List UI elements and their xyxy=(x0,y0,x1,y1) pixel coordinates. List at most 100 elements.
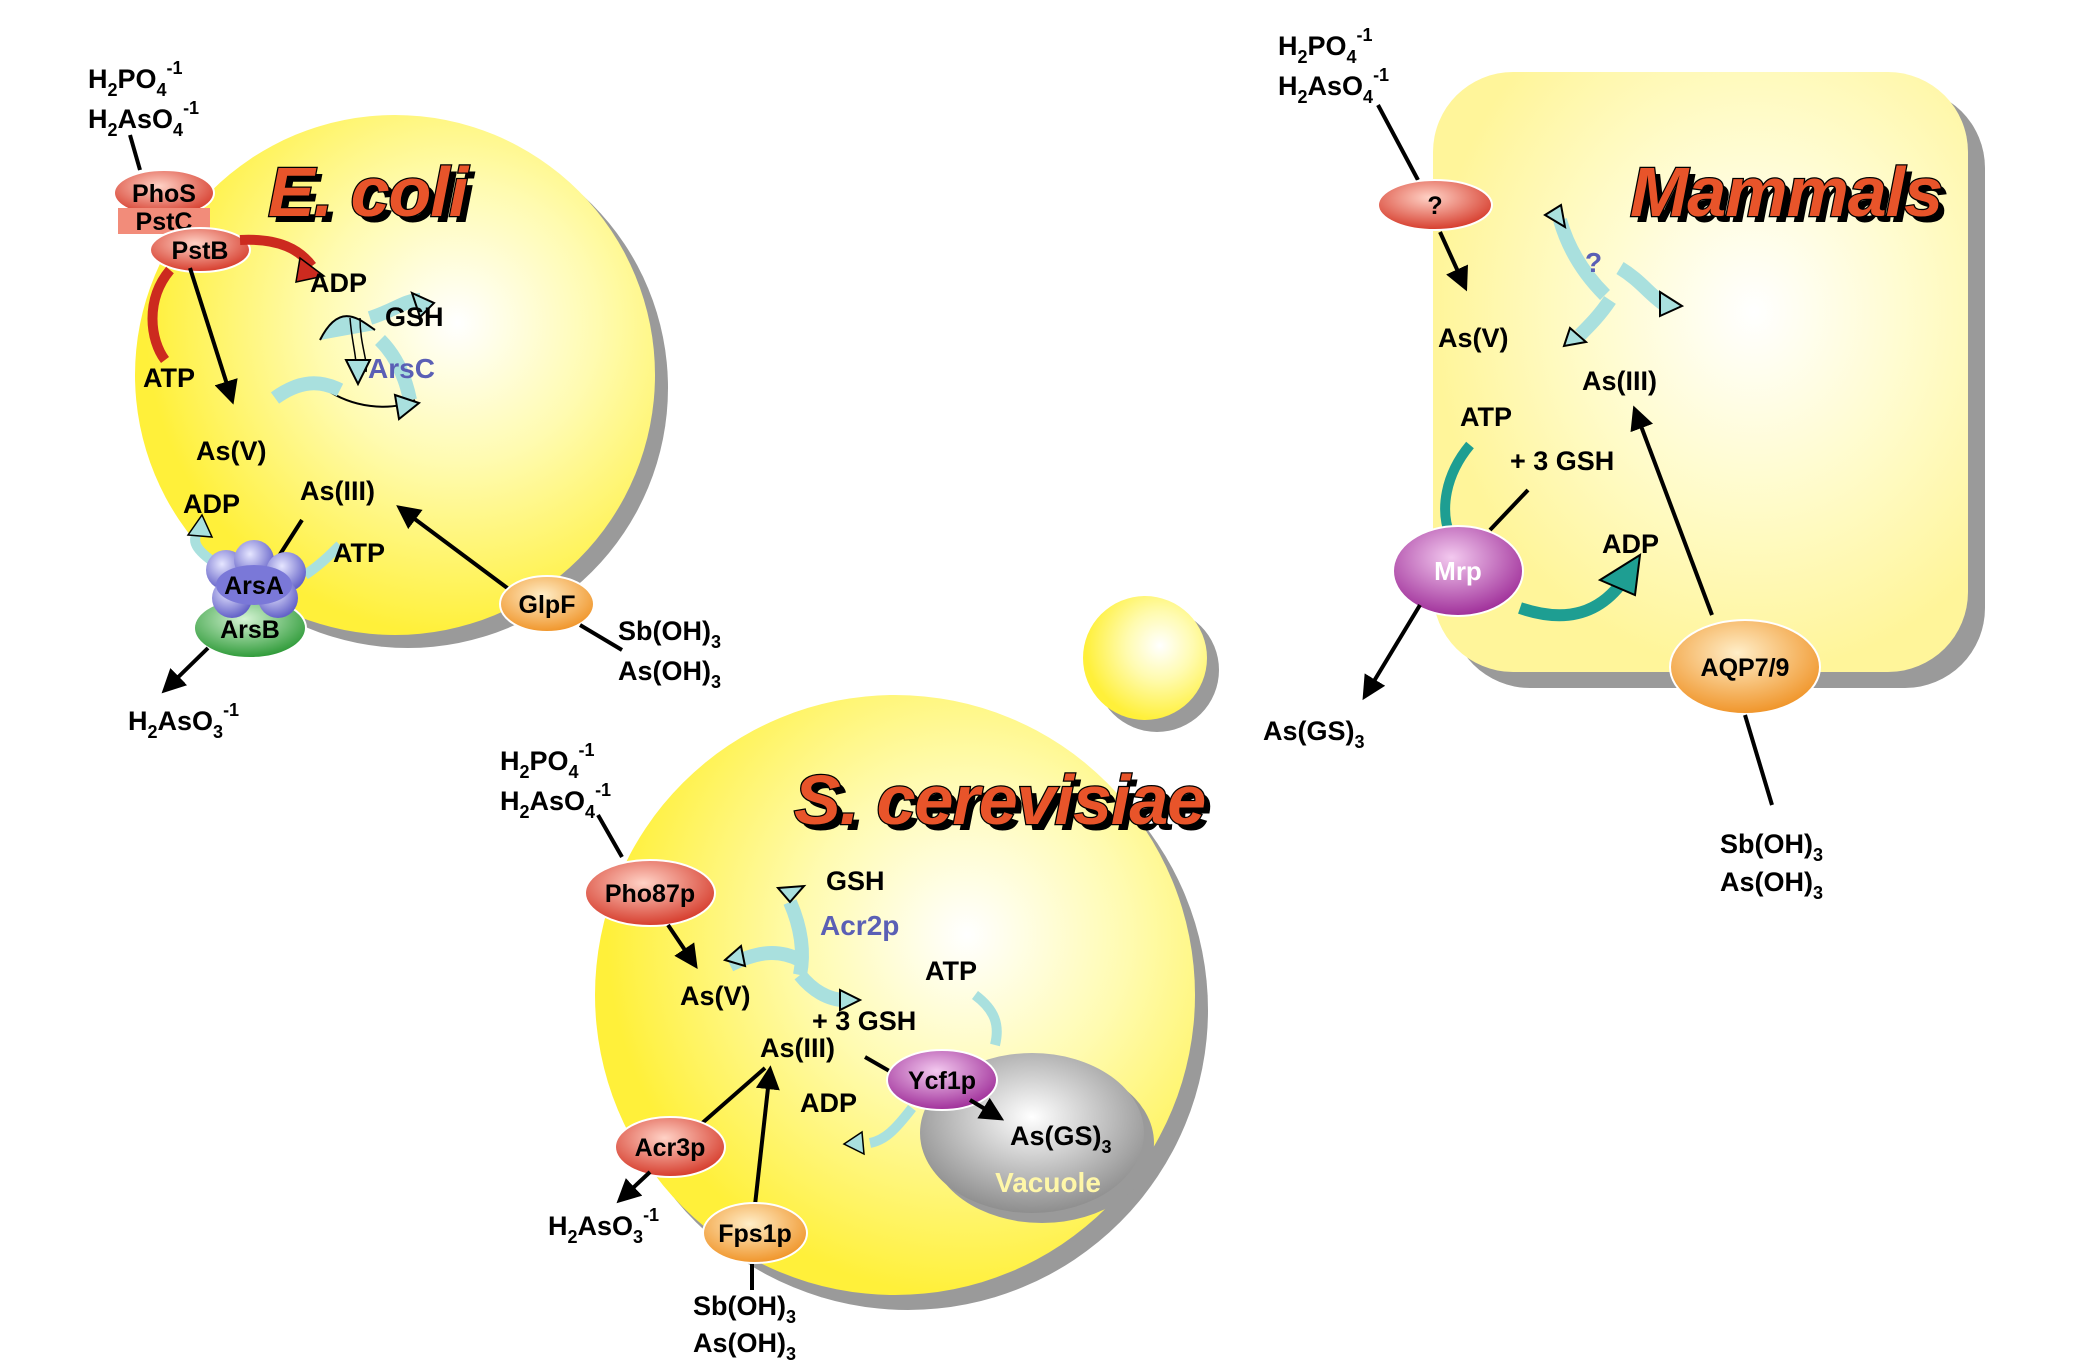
yeast-acr2p-label: Acr2p xyxy=(820,910,899,941)
yeast-adp-arrowhead xyxy=(842,1130,865,1156)
ecoli-pstb-adp-arrowhead xyxy=(295,256,326,283)
ecoli-arsa-core xyxy=(216,565,292,605)
mammal-title-shadow: Mammals xyxy=(1636,159,1948,237)
yeast-acr3p-line xyxy=(698,1066,767,1127)
yeast-adp: ADP xyxy=(800,1088,857,1118)
ecoli-adp-left-arrowhead xyxy=(186,513,214,538)
ecoli-glpf-label: GlpF xyxy=(519,591,576,619)
ecoli-asiii: As(III) xyxy=(300,476,375,506)
mammal-title: Mammals xyxy=(1630,153,1942,231)
yeast-efflux-arrow xyxy=(616,1170,652,1204)
mammal-aqp-label: AQP7/9 xyxy=(1701,654,1790,682)
ecoli-glpf-enzyme xyxy=(499,575,595,633)
ecoli-pstb-adp-arrow xyxy=(239,234,316,270)
mammal-efflux-arrow xyxy=(1362,603,1422,701)
ecoli-atp-left: ATP xyxy=(143,363,195,393)
mammal-atp: ATP xyxy=(1460,402,1512,432)
yeast-fps-as: As(OH)3 xyxy=(693,1328,796,1361)
ecoli-asv: As(V) xyxy=(196,436,267,466)
yeast-ycf1p-label: Ycf1p xyxy=(908,1067,976,1095)
yeast-fps1p-enzyme xyxy=(702,1202,808,1264)
mammal-reductase-arrows xyxy=(1543,203,1685,348)
yeast-fps1p-label: Fps1p xyxy=(718,1220,792,1248)
ecoli-atp-mid: ATP xyxy=(333,538,385,568)
ecoli-uptake-arrow xyxy=(188,267,238,405)
mammal-mrp-enzyme xyxy=(1392,525,1524,617)
mammal-mrp-label: Mrp xyxy=(1434,556,1482,586)
yeast-uptake-arrow xyxy=(666,923,698,969)
vacuole-label: Vacuole xyxy=(995,1167,1101,1198)
ecoli-title: E. coli xyxy=(268,153,470,231)
mammal-uptake-arrow xyxy=(1438,231,1468,292)
mammal-unknown-transporter-label: ? xyxy=(1427,192,1442,220)
scerevisiae-panel: S. cerevisiae S. cerevisiae H2PO4-1 H2As… xyxy=(500,596,1219,1361)
ecoli-title-shadow: E. coli xyxy=(274,159,476,237)
yeast-input-arsenate: H2AsO4-1 xyxy=(500,780,611,822)
ecoli-output: H2AsO3-1 xyxy=(128,700,239,742)
ecoli-pstb-enzyme xyxy=(149,227,251,273)
yeast-adp-arc xyxy=(868,1104,916,1148)
mammal-asv: As(V) xyxy=(1438,323,1509,353)
ecoli-glpf-as: As(OH)3 xyxy=(618,656,721,692)
ecoli-glpf-input-line xyxy=(578,623,624,652)
mammal-input-phosphate: H2PO4-1 xyxy=(1278,25,1373,67)
mammals-panel: Mammals Mammals H2PO4-1 H2AsO4-1 ? ? As(… xyxy=(1263,25,1985,903)
yeast-title-shadow: S. cerevisiae xyxy=(800,767,1211,845)
yeast-acr3p-enzyme xyxy=(614,1116,726,1178)
mammal-asiii: As(III) xyxy=(1582,366,1657,396)
ecoli-glpf-arrow xyxy=(396,505,512,592)
yeast-input-phosphate: H2PO4-1 xyxy=(500,740,595,782)
mammal-aqp-input-line xyxy=(1743,714,1774,806)
mammal-input-line xyxy=(1376,104,1420,181)
mammal-unknown-reductase-label: ? xyxy=(1585,247,1602,278)
yeast-acr3p-label: Acr3p xyxy=(635,1134,706,1162)
yeast-sequester-arrow xyxy=(968,1097,1005,1121)
yeast-title: S. cerevisiae xyxy=(794,761,1205,839)
yeast-asiii: As(III) xyxy=(760,1033,835,1063)
mammal-aqp-arrow xyxy=(1630,405,1714,616)
yeast-plus3gsh: + 3 GSH xyxy=(812,1006,916,1036)
ecoli-adp-left: ADP xyxy=(183,489,240,519)
ecoli-glpf-sb: Sb(OH)3 xyxy=(618,616,721,652)
ecoli-input-arsenate: H2AsO4-1 xyxy=(88,98,199,140)
ecoli-arsc-arrows xyxy=(270,291,436,421)
mammal-aqp-enzyme xyxy=(1669,619,1821,715)
yeast-fps1p-arrow xyxy=(753,1065,780,1206)
ecoli-atp-mid-arc xyxy=(302,541,344,580)
yeast-pho87p-enzyme xyxy=(584,859,716,927)
ecoli-panel: E. coli E. coli H2PO4-1 H2AsO4-1 PhoS Ps… xyxy=(88,58,721,742)
ecoli-gsh: GSH xyxy=(385,302,444,332)
yeast-atp-arc xyxy=(971,991,1002,1047)
mammal-aqp-sb: Sb(OH)3 xyxy=(1720,829,1823,865)
mammal-adp: ADP xyxy=(1602,529,1659,559)
mammal-plus3gsh: + 3 GSH xyxy=(1510,446,1614,476)
ecoli-arsc-label: ArsC xyxy=(368,353,435,384)
mammal-asgs: As(GS)3 xyxy=(1263,716,1365,752)
ecoli-phos-label: PhoS xyxy=(132,180,196,208)
ecoli-pstb-label: PstB xyxy=(172,237,229,265)
yeast-ycf1p-enzyme xyxy=(886,1049,998,1111)
yeast-gsh: GSH xyxy=(826,866,885,896)
mammal-unknown-transporter xyxy=(1377,179,1493,231)
yeast-asgs: As(GS)3 xyxy=(1010,1121,1112,1157)
yeast-pho87p-label: Pho87p xyxy=(605,880,695,908)
mammal-adp-arc xyxy=(1518,581,1625,622)
ecoli-input-line xyxy=(128,134,142,171)
mammal-input-arsenate: H2AsO4-1 xyxy=(1278,65,1389,107)
ecoli-efflux-arrow xyxy=(161,646,210,694)
yeast-asv: As(V) xyxy=(680,981,751,1011)
mammal-adp-arrowhead xyxy=(1597,553,1642,597)
yeast-atp: ATP xyxy=(925,956,977,986)
yeast-input-line xyxy=(596,814,624,858)
yeast-bud xyxy=(1083,596,1207,720)
yeast-acr2p-arrows xyxy=(722,884,863,1012)
yeast-fps-sb: Sb(OH)3 xyxy=(693,1291,796,1327)
mammal-gsh-line xyxy=(1488,488,1530,532)
ecoli-input-phosphate: H2PO4-1 xyxy=(88,58,183,100)
ecoli-arsb-label: ArsB xyxy=(220,616,280,644)
mammal-aqp-as: As(OH)3 xyxy=(1720,867,1823,903)
ecoli-arsa-label: ArsA xyxy=(224,572,284,600)
ecoli-atp-arc xyxy=(147,266,174,363)
ecoli-adp-top: ADP xyxy=(310,268,367,298)
